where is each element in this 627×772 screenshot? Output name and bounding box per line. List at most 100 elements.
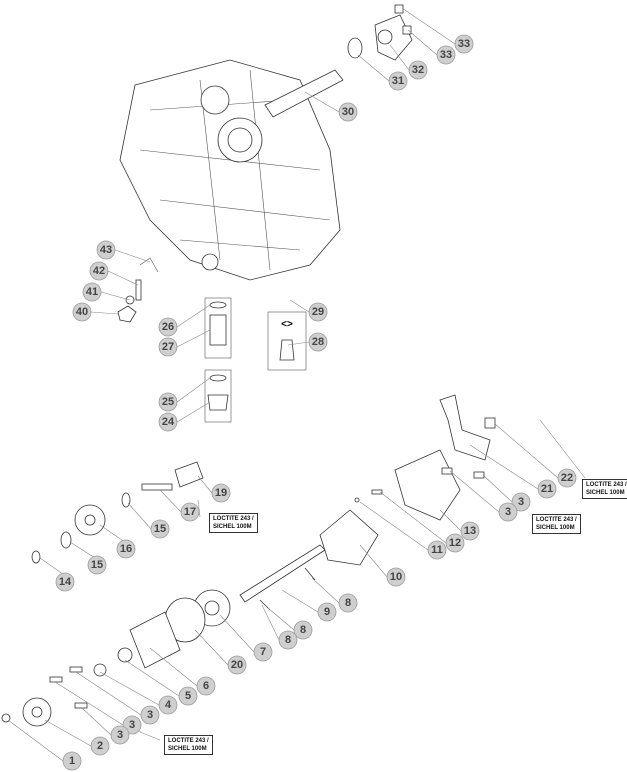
- callout-16: 16: [116, 539, 136, 559]
- callout-17: 17: [180, 502, 200, 522]
- arrows-symbol: <>: [281, 319, 293, 330]
- svg-text:2: 2: [97, 740, 103, 752]
- callout-11: 11: [427, 540, 447, 560]
- callout-41: 41: [82, 282, 102, 302]
- svg-text:14: 14: [59, 576, 72, 588]
- callout-31: 31: [388, 71, 408, 91]
- svg-text:4: 4: [165, 699, 172, 711]
- filter-box: [204, 297, 232, 359]
- svg-text:17: 17: [184, 506, 196, 518]
- shaft-part: [239, 544, 326, 603]
- loctite-note: LOCTITE 243 /SICHEL 100M: [582, 479, 627, 499]
- svg-text:8: 8: [285, 634, 291, 646]
- svg-text:5: 5: [185, 690, 191, 702]
- o-ring-part: [347, 37, 363, 59]
- callout-3: 3: [511, 492, 531, 512]
- callout-25: 25: [158, 392, 178, 412]
- shift-lever-part: [439, 394, 491, 461]
- callout-30: 30: [338, 102, 358, 122]
- callout-8: 8: [338, 593, 358, 613]
- sleeve-part: [264, 69, 344, 118]
- svg-text:33: 33: [458, 38, 470, 50]
- callout-6: 6: [196, 676, 216, 696]
- svg-text:11: 11: [431, 544, 443, 556]
- svg-text:25: 25: [162, 396, 174, 408]
- callout-27: 27: [158, 337, 178, 357]
- svg-text:9: 9: [324, 606, 330, 618]
- svg-text:42: 42: [93, 265, 105, 277]
- callout-43: 43: [96, 240, 116, 260]
- callout-15: 15: [150, 519, 170, 539]
- cover-plate-part: [394, 449, 461, 521]
- callout-7: 7: [253, 642, 273, 662]
- callout-22: 22: [557, 468, 577, 488]
- svg-text:3: 3: [129, 719, 135, 731]
- svg-text:40: 40: [76, 306, 88, 318]
- callout-33: 33: [454, 34, 474, 54]
- callout-26: 26: [158, 317, 178, 337]
- pump-cover-part: [129, 611, 181, 669]
- svg-text:15: 15: [154, 523, 166, 535]
- svg-text:3: 3: [117, 729, 123, 741]
- callout-3: 3: [140, 705, 160, 725]
- svg-text:3: 3: [505, 506, 511, 518]
- loctite-note: LOCTITE 243 /SICHEL 100M: [532, 514, 581, 534]
- loctite-note: LOCTITE 243 /SICHEL 100M: [209, 513, 258, 533]
- svg-text:6: 6: [203, 680, 209, 692]
- pump-rotor-part: [319, 509, 379, 566]
- callout-10: 10: [386, 567, 406, 587]
- callout-32: 32: [408, 60, 428, 80]
- svg-text:19: 19: [215, 487, 227, 499]
- svg-text:22: 22: [561, 472, 573, 484]
- svg-text:10: 10: [390, 571, 402, 583]
- callout-29: 29: [308, 302, 328, 322]
- svg-text:8: 8: [345, 597, 351, 609]
- callout-15: 15: [87, 555, 107, 575]
- callout-28: 28: [308, 332, 328, 352]
- svg-text:15: 15: [91, 559, 103, 571]
- svg-text:41: 41: [86, 286, 98, 298]
- callout-20: 20: [227, 655, 247, 675]
- svg-text:3: 3: [147, 709, 153, 721]
- svg-text:27: 27: [162, 341, 174, 353]
- svg-text:29: 29: [312, 306, 324, 318]
- crankcase: [119, 59, 341, 281]
- callout-8: 8: [293, 620, 313, 640]
- callout-33: 33: [436, 45, 456, 65]
- callout-1: 1: [62, 751, 82, 771]
- callout-3: 3: [498, 502, 518, 522]
- svg-text:24: 24: [162, 416, 175, 428]
- callout-14: 14: [55, 572, 75, 592]
- svg-text:3: 3: [518, 496, 524, 508]
- loctite-note: LOCTITE 243 /SICHEL 100M: [164, 735, 213, 755]
- svg-text:20: 20: [231, 659, 243, 671]
- callout-12: 12: [445, 533, 465, 553]
- callout-24: 24: [158, 412, 178, 432]
- callout-42: 42: [89, 261, 109, 281]
- svg-text:7: 7: [260, 646, 266, 658]
- callout-21: 21: [537, 479, 557, 499]
- callout-4: 4: [158, 695, 178, 715]
- sensor-box: [267, 311, 307, 371]
- svg-text:13: 13: [464, 525, 476, 537]
- svg-text:21: 21: [541, 483, 553, 495]
- callout-40: 40: [72, 302, 92, 322]
- svg-text:16: 16: [120, 543, 132, 555]
- svg-text:1: 1: [69, 755, 75, 767]
- callout-9: 9: [317, 602, 337, 622]
- callout-3: 3: [110, 725, 130, 745]
- svg-text:30: 30: [342, 106, 354, 118]
- callout-2: 2: [90, 736, 110, 756]
- svg-text:31: 31: [392, 75, 404, 87]
- callout-5: 5: [178, 686, 198, 706]
- svg-text:33: 33: [440, 49, 452, 61]
- svg-text:8: 8: [300, 624, 306, 636]
- svg-text:26: 26: [162, 321, 174, 333]
- callout-13: 13: [460, 521, 480, 541]
- svg-text:12: 12: [449, 537, 461, 549]
- callout-8: 8: [278, 630, 298, 650]
- callout-19: 19: [211, 483, 231, 503]
- svg-text:32: 32: [412, 64, 424, 76]
